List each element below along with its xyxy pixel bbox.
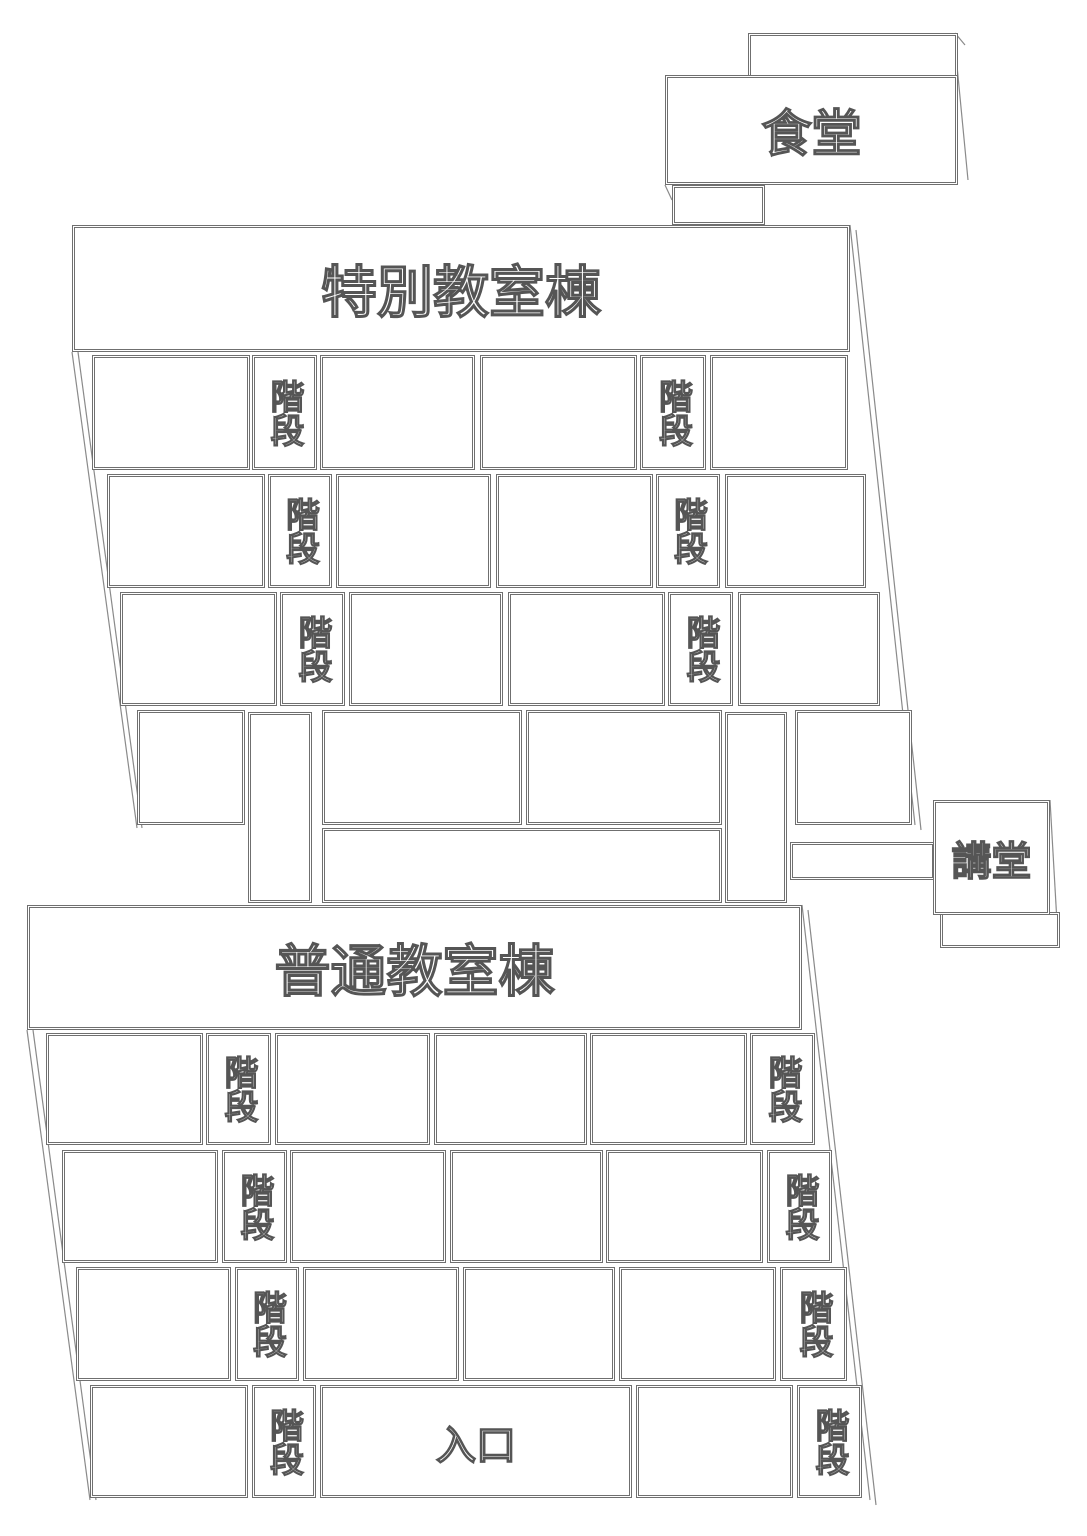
cafeteria-connector (672, 185, 765, 225)
general-stairs-label: 階段 (792, 1289, 833, 1358)
special-stairs: 階段 (268, 474, 332, 588)
special-classroom (738, 592, 880, 706)
special-classroom (526, 710, 722, 825)
special-classroom (137, 710, 245, 825)
general-classroom (619, 1267, 776, 1381)
general-stairs-label: 階段 (808, 1407, 849, 1476)
general-classroom (463, 1267, 615, 1381)
general-stairs: 階段 (235, 1267, 299, 1381)
general-stairs: 階段 (780, 1267, 847, 1381)
general-classroom (290, 1150, 446, 1263)
general-classroom (590, 1033, 747, 1145)
special-classroom (322, 710, 522, 825)
special-stairs-label: 階段 (679, 614, 720, 683)
special-classroom (120, 592, 277, 706)
special-classroom (710, 355, 848, 470)
auditorium-connector (790, 842, 935, 880)
special-classroom (508, 592, 665, 706)
special-stairs-label: 階段 (263, 378, 304, 447)
special-classroom (349, 592, 503, 706)
general-classroom (275, 1033, 430, 1145)
special-stairs: 階段 (280, 592, 345, 706)
cafeteria-label: 食堂 (761, 104, 862, 163)
general-building-header-label: 普通教室棟 (274, 939, 555, 1005)
general-stairs: 階段 (750, 1033, 815, 1145)
general-classroom (450, 1150, 603, 1263)
special-classroom (336, 474, 491, 588)
general-stairs: 階段 (222, 1150, 287, 1263)
passage-room (322, 828, 722, 903)
general-stairs: 階段 (767, 1150, 832, 1263)
general-stairs-label: 階段 (217, 1054, 258, 1123)
auditorium-label: 講堂 (951, 838, 1032, 885)
special-classroom (107, 474, 265, 588)
entrance-label: 入口 (435, 1422, 516, 1469)
general-stairs-label: 階段 (233, 1172, 274, 1241)
general-stairs: 階段 (797, 1385, 862, 1498)
general-classroom (90, 1385, 248, 1498)
general-classroom (46, 1033, 203, 1145)
general-stairs-label: 階段 (263, 1407, 304, 1476)
general-classroom (606, 1150, 763, 1263)
auditorium: 講堂 (933, 800, 1050, 915)
special-stairs: 階段 (640, 355, 706, 470)
general-stairs: 階段 (252, 1385, 316, 1498)
special-stairs: 階段 (656, 474, 720, 588)
special-building-header-label: 特別教室棟 (320, 260, 601, 326)
special-classroom (320, 355, 475, 470)
special-stairs-label: 階段 (667, 496, 708, 565)
auditorium-base (940, 912, 1060, 948)
special-classroom (725, 474, 866, 588)
special-classroom (795, 710, 912, 825)
special-classroom (92, 355, 250, 470)
special-stairs: 階段 (668, 592, 733, 706)
special-stairs: 階段 (252, 355, 317, 470)
general-stairs-label: 階段 (246, 1289, 287, 1358)
general-classroom (303, 1267, 459, 1381)
special-stairs-label: 階段 (279, 496, 320, 565)
general-stairs-label: 階段 (778, 1172, 819, 1241)
general-classroom (636, 1385, 793, 1498)
special-building-header: 特別教室棟 (72, 225, 850, 352)
special-classroom (496, 474, 653, 588)
general-stairs-label: 階段 (761, 1054, 802, 1123)
entrance: 入口 (320, 1385, 632, 1498)
special-stairs-label: 階段 (291, 614, 332, 683)
special-classroom (480, 355, 637, 470)
general-stairs: 階段 (206, 1033, 271, 1145)
corridor-left (248, 712, 312, 903)
corridor-right (725, 712, 787, 903)
cafeteria: 食堂 (665, 75, 958, 185)
general-building-header: 普通教室棟 (27, 905, 802, 1030)
special-stairs-label: 階段 (652, 378, 693, 447)
general-classroom (62, 1150, 218, 1263)
general-classroom (76, 1267, 231, 1381)
general-classroom (434, 1033, 587, 1145)
